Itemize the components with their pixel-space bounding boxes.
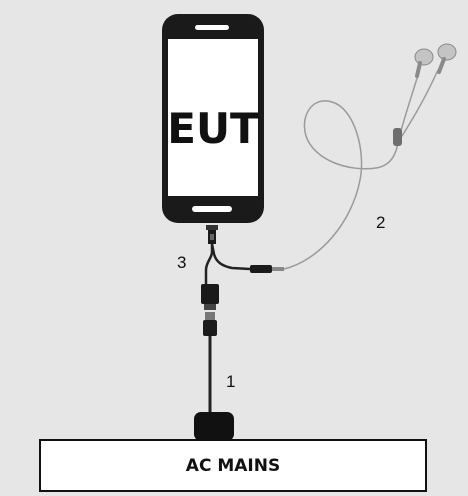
phone-usb-plug — [206, 225, 218, 244]
eut-phone: EUT — [162, 14, 264, 223]
headset-cable — [283, 69, 439, 270]
label-headset: 2 — [376, 213, 385, 232]
earbud-right — [437, 43, 457, 74]
ac-mains-label: AC MAINS — [186, 456, 280, 476]
headphone-jack-plug — [250, 265, 284, 273]
label-power-cable: 1 — [226, 372, 235, 391]
adapter-connector — [201, 284, 219, 310]
y-adapter-cable — [204, 243, 251, 284]
phone-speaker — [195, 25, 229, 30]
charger-adapter — [194, 412, 234, 441]
power-cable-plug — [203, 312, 217, 336]
ac-mains-box: AC MAINS — [39, 439, 427, 492]
headset-remote — [393, 128, 402, 146]
phone-home-bar — [192, 206, 232, 212]
label-adapter: 3 — [177, 253, 186, 272]
phone-screen — [168, 39, 258, 196]
eut-label: EUT — [167, 104, 259, 153]
earbud-left — [414, 48, 434, 78]
